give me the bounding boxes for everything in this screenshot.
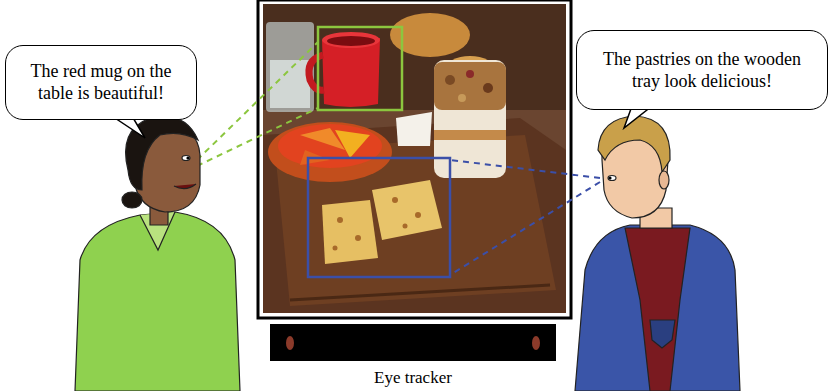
- speech-text: The red mug on the table is beautiful!: [18, 60, 184, 104]
- speech-bubble: The pastries on the wooden tray look del…: [576, 30, 828, 110]
- device-label: Eye tracker: [374, 368, 452, 388]
- bubble-content: The pastries on the wooden tray look del…: [589, 48, 815, 92]
- man-figure: [575, 116, 740, 391]
- woman-figure: [75, 116, 240, 391]
- gaze-box: [308, 158, 450, 277]
- gaze-box: [318, 27, 402, 110]
- food-photo: [258, 0, 571, 318]
- speech-bubble: The red mug on the table is beautiful!: [5, 45, 197, 120]
- eye-tracker: [270, 324, 556, 361]
- speech-text: The pastries on the wooden tray look del…: [589, 48, 815, 92]
- bubble-content: The red mug on the table is beautiful!: [18, 60, 184, 104]
- gaze-line: [197, 42, 600, 275]
